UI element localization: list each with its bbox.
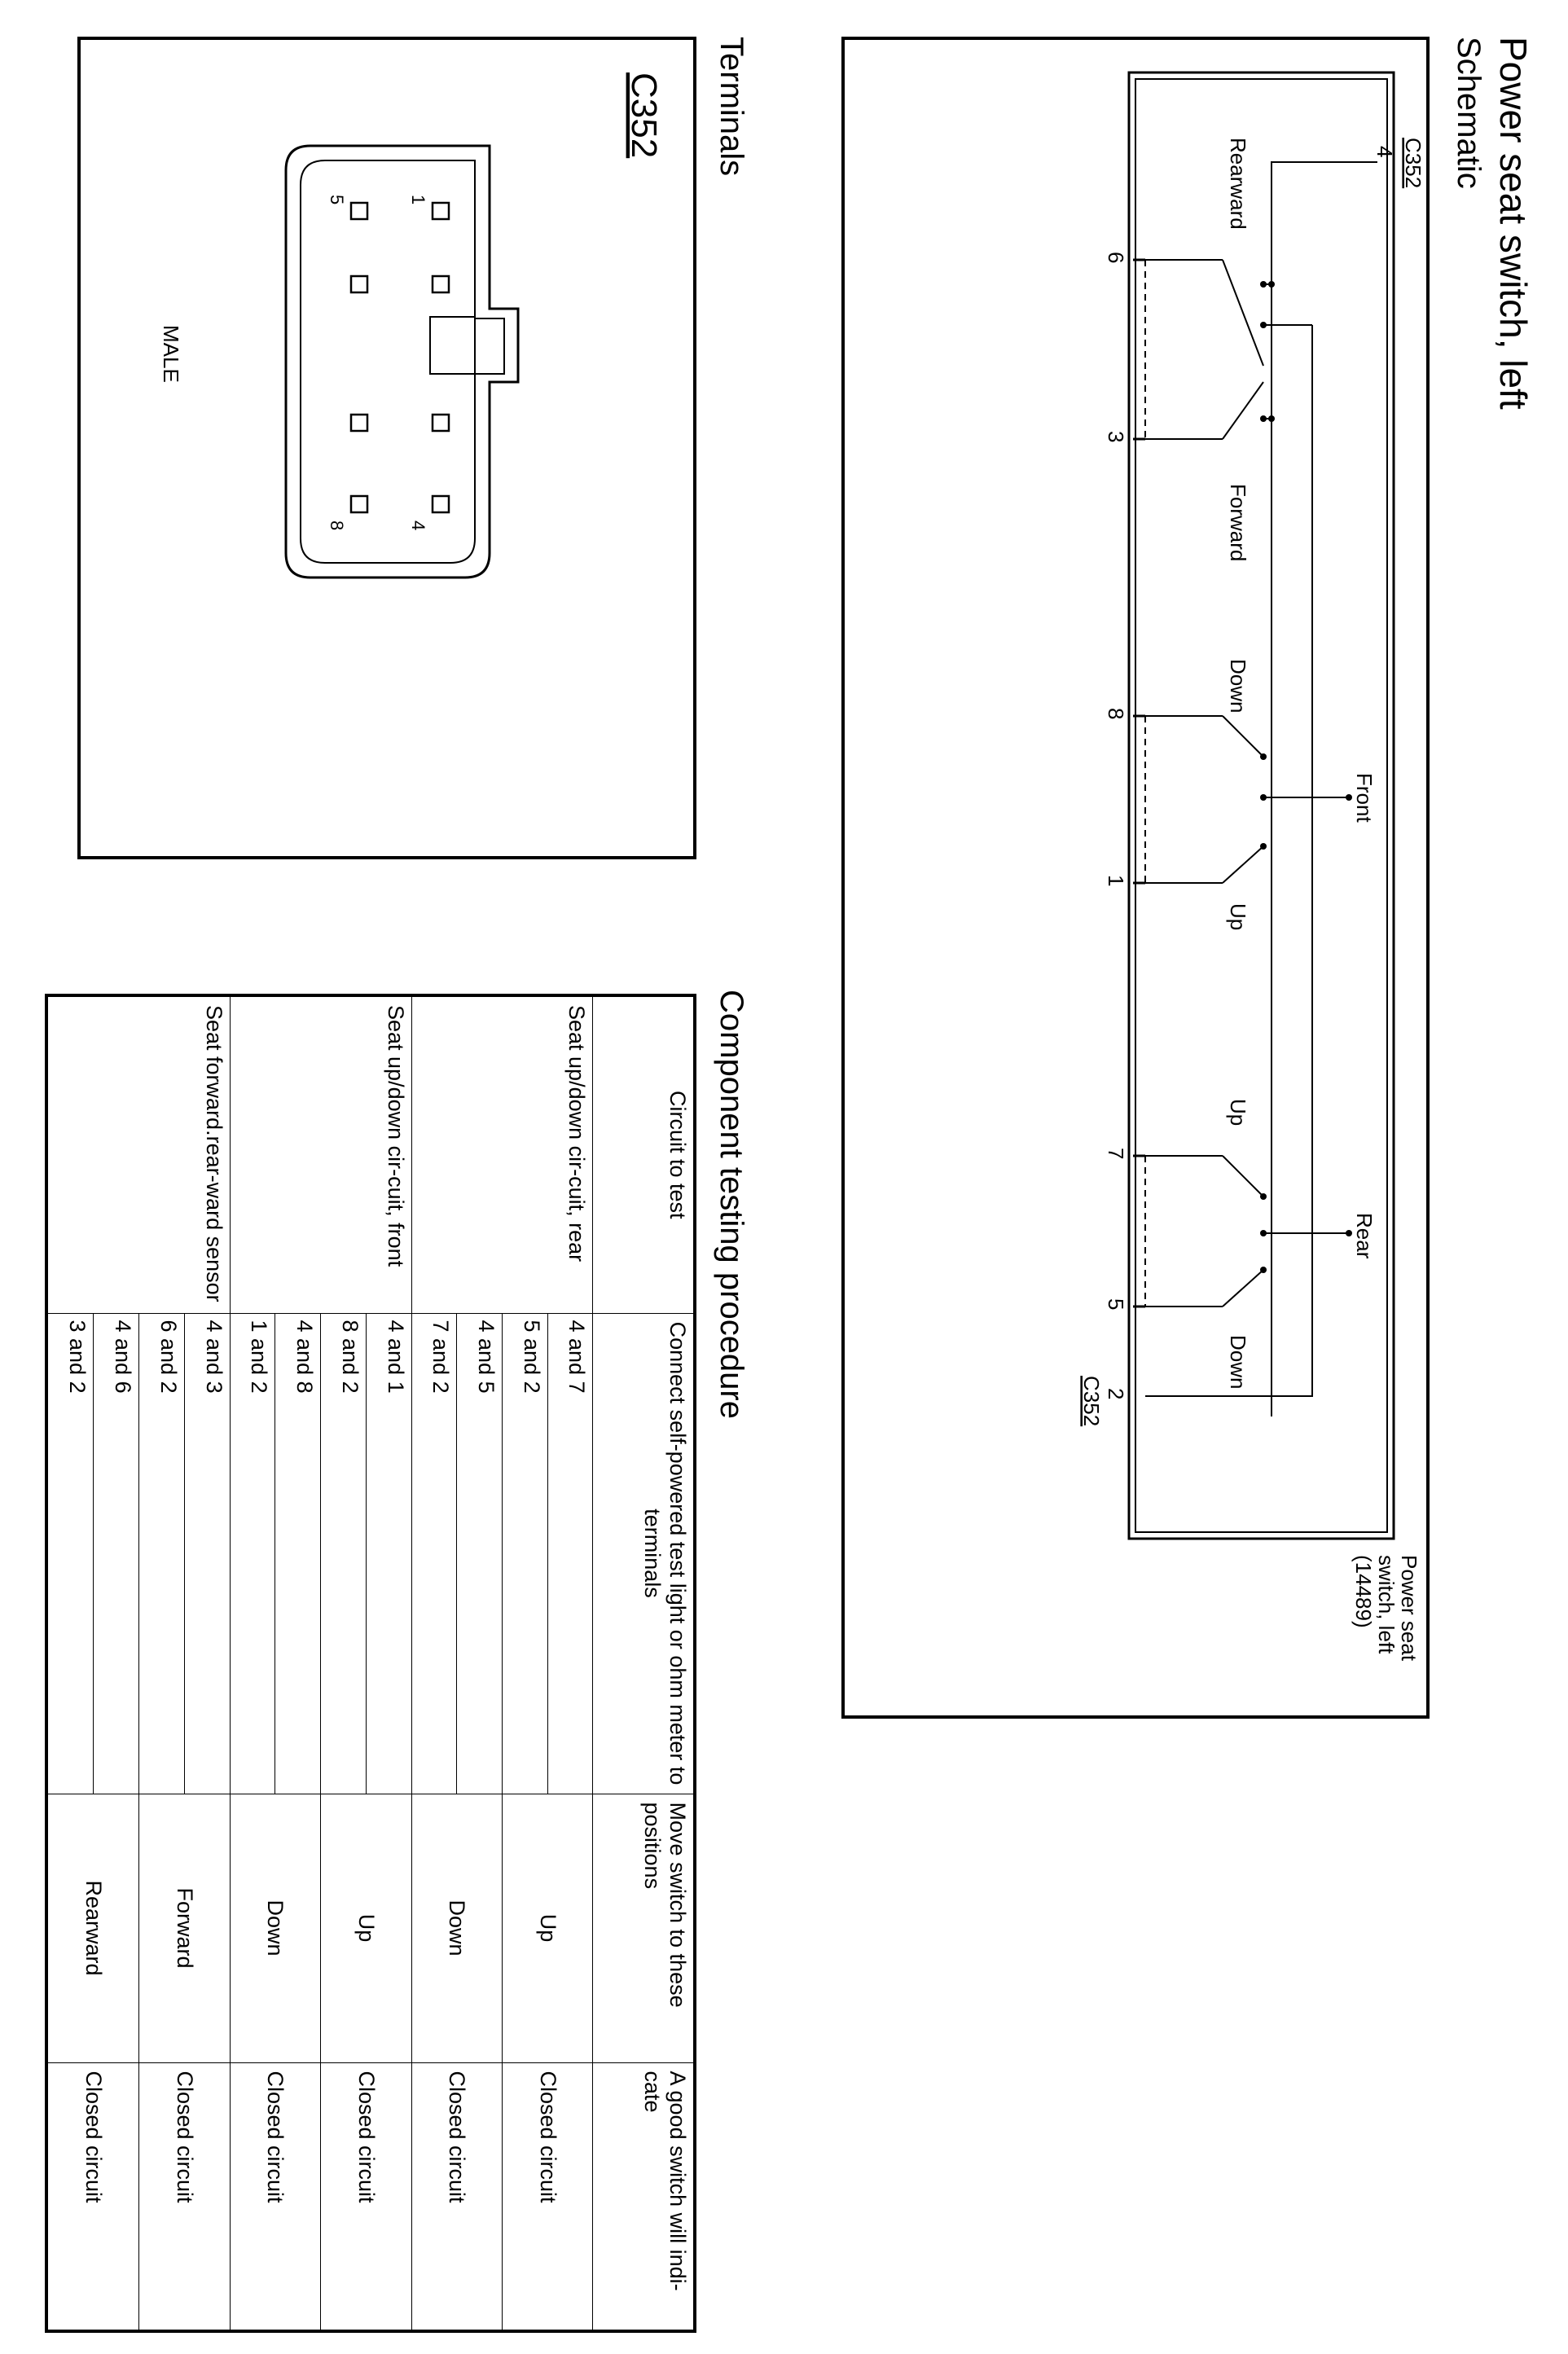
pins-cell: 5 and 2: [502, 1313, 548, 1794]
pins-cell: 8 and 2: [320, 1313, 367, 1794]
component-testing-heading: Component testing procedure: [714, 990, 749, 1419]
terminal-pin8-label: 8: [327, 520, 347, 530]
rearward-label: Rearward: [1226, 138, 1250, 230]
terminal-pin4-label: 4: [408, 520, 428, 530]
terminals-frame: C352 1 4 5 8 MALE: [77, 37, 696, 859]
rear-down-label: Down: [1226, 1335, 1250, 1389]
pins-cell: 4 and 7: [547, 1313, 593, 1794]
pin2-label: 2: [1104, 1388, 1128, 1399]
pin3-label: 3: [1104, 431, 1128, 442]
pin5-label: 5: [1104, 1298, 1128, 1310]
component-label-line3: (14489): [1351, 1555, 1376, 1628]
pins-cell: 6 and 2: [138, 1313, 185, 1794]
result-cell: Closed circuit: [46, 2062, 139, 2331]
pins-cell: 7 and 2: [411, 1313, 457, 1794]
front-switch: [1144, 715, 1349, 884]
result-cell: Closed circuit: [230, 2062, 321, 2331]
component-testing-table: Circuit to test Connect self-powered tes…: [45, 994, 696, 2333]
rearward-forward-switch: [1144, 259, 1313, 1197]
component-label-line1: Power seat: [1397, 1555, 1421, 1662]
pins-cell: 3 and 2: [46, 1313, 94, 1794]
front-label: Front: [1352, 773, 1377, 823]
switch-outline-inner: [1135, 78, 1388, 1533]
pin7-label: 7: [1104, 1148, 1128, 1159]
position-cell: Down: [230, 1794, 321, 2062]
connector-body: [284, 144, 520, 579]
pins-cell: 1 and 2: [230, 1313, 275, 1794]
schematic-diagram: 4 C352 Rearward Forward 6 3 Down Up Fron…: [1079, 71, 1425, 1662]
circuit-cell: Seat up/down cir-cuit, front: [230, 995, 412, 1313]
terminals-connector-label: C352: [624, 72, 664, 158]
forward-label: Forward: [1226, 484, 1250, 561]
position-cell: Down: [411, 1794, 503, 2062]
pins-cell: 4 and 5: [456, 1313, 503, 1794]
header-indicate: A good switch will indi-cate: [593, 2062, 695, 2331]
component-label-line2: switch, left: [1374, 1555, 1399, 1654]
pin2-return-wire: [1145, 1197, 1313, 1397]
front-up-label: Up: [1226, 903, 1250, 930]
result-cell: Closed circuit: [138, 2062, 231, 2331]
pin4-feed-wire: [1271, 161, 1377, 1416]
result-cell: Closed circuit: [411, 2062, 503, 2331]
connector-gender-label: MALE: [159, 325, 183, 383]
pins-cell: 4 and 3: [184, 1313, 231, 1794]
circuit-cell: Seat up/down cir-cuit, rear: [411, 995, 593, 1313]
table-row: Seat up/down cir-cuit, front 4 and 1 Up …: [230, 995, 412, 2331]
position-cell: Up: [502, 1794, 593, 2062]
page-title: Power seat switch, left: [1492, 37, 1535, 410]
terminals-heading: Terminals: [714, 37, 749, 177]
pin6-label: 6: [1104, 252, 1128, 263]
result-cell: Closed circuit: [320, 2062, 412, 2331]
connector-bottom-label: C352: [1079, 1376, 1104, 1426]
schematic-heading: Schematic: [1451, 37, 1487, 189]
schematic-frame: 4 C352 Rearward Forward 6 3 Down Up Fron…: [841, 37, 1430, 1719]
rear-label: Rear: [1352, 1213, 1377, 1259]
table-header-row: Circuit to test Connect self-powered tes…: [593, 995, 695, 2331]
connector-top-label: C352: [1401, 138, 1425, 188]
position-cell: Rearward: [46, 1794, 139, 2062]
result-cell: Closed circuit: [502, 2062, 593, 2331]
table-row: Seat forward.rear-ward sensor 4 and 3 Fo…: [46, 995, 231, 2331]
pin1-label: 1: [1104, 875, 1128, 886]
header-circuit: Circuit to test: [593, 995, 695, 1313]
pins-cell: 4 and 8: [275, 1313, 321, 1794]
terminal-pin5-label: 5: [327, 195, 347, 204]
rear-switch: [1144, 1155, 1349, 1307]
switch-outline-outer: [1127, 71, 1395, 1540]
front-down-label: Down: [1226, 659, 1250, 713]
pins-cell: 4 and 1: [366, 1313, 412, 1794]
header-move: Move switch to these positions: [593, 1794, 695, 2062]
connector-face-drawing: C352 1 4 5 8 MALE: [159, 72, 664, 579]
pin8-label: 8: [1104, 708, 1128, 719]
terminal-cavities: [349, 201, 450, 514]
pin4-label: 4: [1373, 146, 1397, 157]
circuit-cell: Seat forward.rear-ward sensor: [46, 995, 231, 1313]
position-cell: Forward: [138, 1794, 231, 2062]
junction-dots: [1260, 281, 1352, 1273]
terminal-pin1-label: 1: [408, 195, 428, 204]
table-row: Seat up/down cir-cuit, rear 4 and 7 Up C…: [411, 995, 593, 2331]
rear-up-label: Up: [1226, 1099, 1250, 1126]
header-connect: Connect self-powered test light or ohm m…: [593, 1313, 695, 1794]
position-cell: Up: [320, 1794, 412, 2062]
pins-cell: 4 and 6: [93, 1313, 139, 1794]
